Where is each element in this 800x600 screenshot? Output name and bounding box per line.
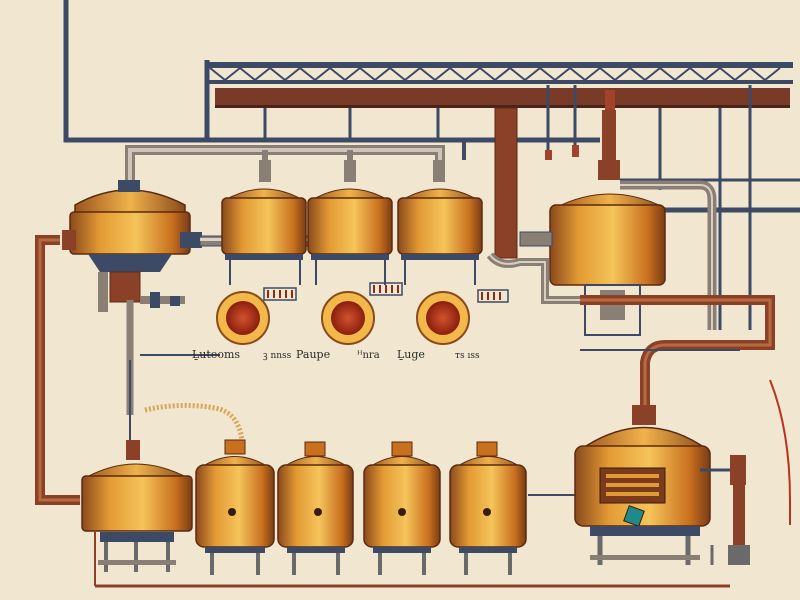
label-2: ꝫ nnss	[263, 351, 292, 361]
wash-kettle	[81, 440, 193, 572]
hanging-rods	[263, 85, 752, 330]
label-4: ᴴnra	[357, 350, 380, 361]
boiler-tank	[574, 405, 711, 565]
side-cylinder	[700, 455, 750, 565]
label-6: ᴛs ıss	[455, 351, 480, 361]
top-tank-3	[397, 160, 483, 260]
left-return-pipe-highlight	[38, 238, 80, 502]
pressure-gauge-3	[416, 289, 509, 345]
overhead-truss	[205, 62, 793, 108]
pressure-gauge-2	[321, 282, 403, 345]
center-column-pipes	[486, 107, 580, 304]
right-connector-pipes	[580, 295, 791, 525]
label-1: Ḻuteoms	[192, 348, 240, 361]
label-3: Paupe	[296, 348, 330, 361]
fermenter-3	[363, 441, 441, 575]
label-5: Ḻuge	[397, 348, 425, 361]
top-tank-1	[221, 160, 307, 260]
top-tank-2	[307, 160, 393, 260]
transfer-pipes	[126, 292, 245, 450]
tank-stems	[229, 260, 476, 285]
fermenter-4	[449, 441, 527, 575]
fermenter-1	[195, 439, 275, 575]
pressure-gauge-1	[216, 287, 297, 345]
fermenter-2	[277, 441, 354, 575]
main-mash-kettle	[62, 180, 202, 312]
